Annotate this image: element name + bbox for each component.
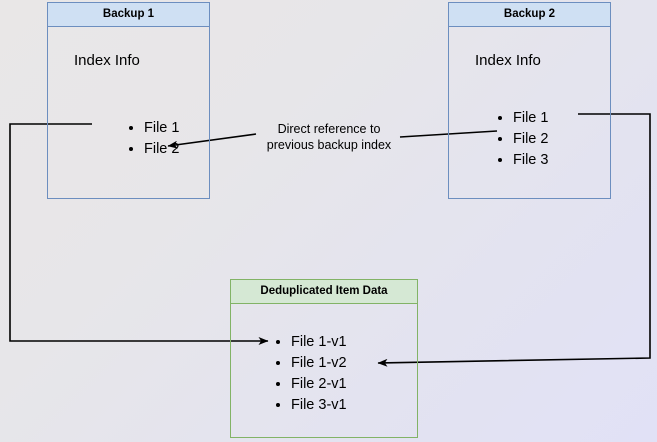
backup-2-index-info-label: Index Info bbox=[475, 52, 541, 69]
backup-1-index-info-label: Index Info bbox=[74, 52, 140, 69]
edge-label-direct-reference: Direct reference to previous backup inde… bbox=[249, 121, 409, 153]
list-item: File 3 bbox=[513, 150, 548, 171]
edge-label-line-2: previous backup index bbox=[266, 138, 392, 152]
node-backup-2-header: Backup 2 bbox=[449, 3, 610, 27]
edge-label-line-1: Direct reference to bbox=[277, 122, 381, 136]
list-item: File 2 bbox=[513, 129, 548, 150]
node-deduplicated-item-data: Deduplicated Item Data File 1-v1 File 1-… bbox=[230, 279, 418, 438]
node-deduplicated-item-data-body: File 1-v1 File 1-v2 File 2-v1 File 3-v1 bbox=[231, 304, 417, 437]
edge-backup2-to-backup1-index-left-segment bbox=[167, 133, 257, 149]
list-item: File 2 bbox=[144, 139, 179, 160]
list-item: File 2-v1 bbox=[291, 374, 347, 395]
list-item: File 1 bbox=[144, 118, 179, 139]
node-backup-2: Backup 2 Index Info File 1 File 2 File 3 bbox=[448, 2, 611, 199]
edge-backup1-file1-to-dedup bbox=[9, 123, 269, 345]
list-item: File 3-v1 bbox=[291, 395, 347, 416]
node-backup-1-header: Backup 1 bbox=[48, 3, 209, 27]
node-deduplicated-item-data-header: Deduplicated Item Data bbox=[231, 280, 417, 304]
backup-1-file-list: File 1 File 2 bbox=[126, 118, 179, 160]
node-backup-2-body: Index Info File 1 File 2 File 3 bbox=[449, 27, 610, 198]
node-backup-1: Backup 1 Index Info File 1 File 2 bbox=[47, 2, 210, 199]
list-item: File 1 bbox=[513, 108, 548, 129]
list-item: File 1-v1 bbox=[291, 332, 347, 353]
dedup-file-list: File 1-v1 File 1-v2 File 2-v1 File 3-v1 bbox=[273, 332, 347, 416]
edge-backup2-file1-to-dedup bbox=[377, 113, 651, 367]
node-backup-1-body: Index Info File 1 File 2 bbox=[48, 27, 209, 198]
list-item: File 1-v2 bbox=[291, 353, 347, 374]
backup-2-file-list: File 1 File 2 File 3 bbox=[495, 108, 548, 171]
